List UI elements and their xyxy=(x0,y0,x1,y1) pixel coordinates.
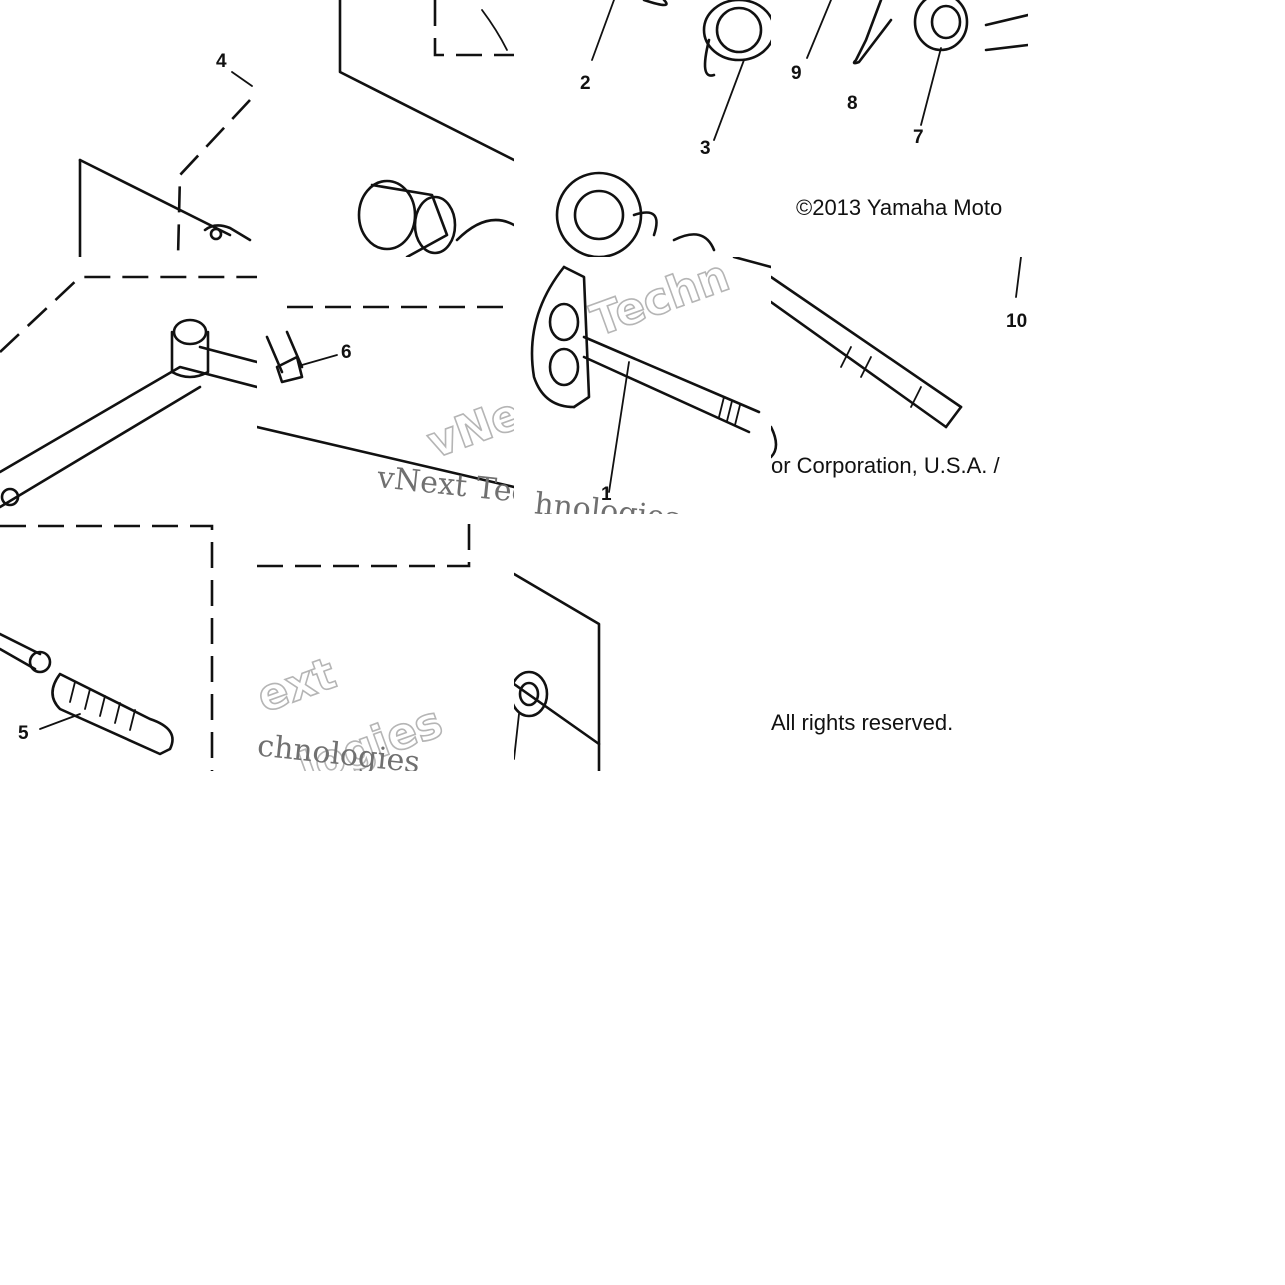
tile-r2c1 xyxy=(0,257,257,514)
callout-5: 5 xyxy=(18,723,29,744)
tile-r1c4: 9 8 7 ©2013 Yamaha Moto xyxy=(771,0,1028,257)
tile-r2c4: 10 or Corporation, U.S.A. / xyxy=(771,257,1028,514)
kick-gear-and-return-spring-drawing xyxy=(555,0,771,257)
callout-2: 2 xyxy=(580,73,591,94)
callout-6: 6 xyxy=(341,342,352,363)
bolt-drawing xyxy=(257,305,514,489)
tile-r1c1: 4 xyxy=(0,0,257,257)
kick-axle-gear-drawing xyxy=(530,257,771,493)
tile-r3c4: All rights reserved. xyxy=(771,514,1028,771)
copyright-line-2: or Corporation, U.S.A. / xyxy=(771,453,1000,478)
callout-4: 4 xyxy=(216,51,227,72)
tile-r3c1: 5 xyxy=(0,514,257,771)
frame-corner-drawing xyxy=(257,514,471,568)
copyright-line-1: ©2013 Yamaha Moto xyxy=(796,195,1003,220)
oil-seal-drawing xyxy=(514,572,601,771)
main-shaft-drawing xyxy=(771,257,1022,459)
copyright-line-3: All rights reserved. xyxy=(771,710,954,735)
callout-8: 8 xyxy=(847,93,858,114)
bushing-and-spring-drawing xyxy=(338,0,514,257)
callout-10: 10 xyxy=(1006,311,1028,332)
kick-grip-drawing xyxy=(0,524,214,771)
callout-9: 9 xyxy=(791,63,802,84)
callout-7: 7 xyxy=(913,127,924,148)
kick-crank-boss-drawing xyxy=(78,71,253,257)
tile-r3c2: ext logies chnologies xyxy=(257,514,514,771)
callout-3: 3 xyxy=(700,138,711,159)
tile-r2c2: 6 vNext Tec vNe xyxy=(257,257,514,514)
clip-and-ratchet-drawing xyxy=(806,0,1028,126)
tile-r1c2 xyxy=(257,0,514,257)
callout-1: 1 xyxy=(601,484,612,505)
tile-r1c3: 2 3 xyxy=(514,0,771,257)
tile-r2c3: 1 Techn hnologies xyxy=(514,257,771,514)
kick-crank-arm-drawing xyxy=(0,275,257,509)
tile-r3c3 xyxy=(514,514,771,771)
